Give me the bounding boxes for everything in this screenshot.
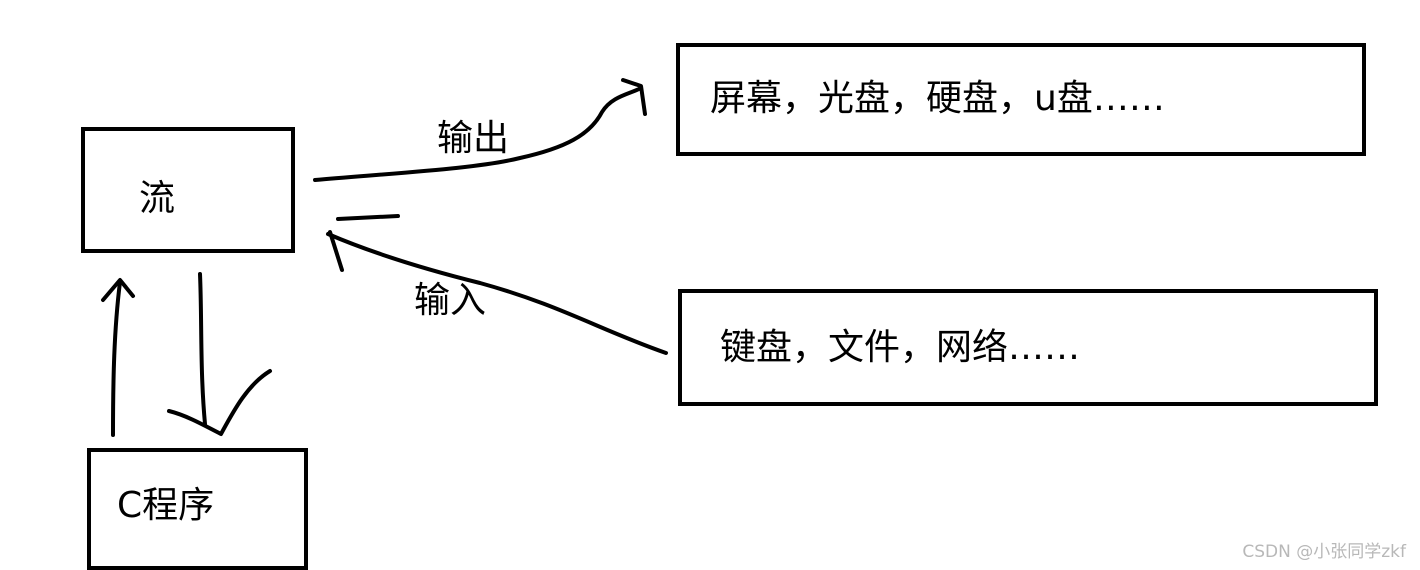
input-devices-node: 键盘，文件，网络…… bbox=[678, 289, 1378, 406]
stream-node-label: 流 bbox=[139, 178, 176, 219]
input-edge-label: 输入 bbox=[414, 280, 487, 321]
input-arrowhead bbox=[328, 214, 400, 272]
output-devices-node: 屏幕，光盘，硬盘，u盘…… bbox=[676, 43, 1366, 156]
program-to-stream-arrowhead bbox=[101, 278, 135, 302]
program-node-label: C程序 bbox=[117, 485, 215, 526]
input-arrow bbox=[326, 232, 668, 355]
watermark: CSDN @小张同学zkf bbox=[1242, 542, 1406, 562]
stream-node: 流 bbox=[81, 127, 295, 253]
output-edge-label: 输出 bbox=[437, 118, 510, 159]
output-arrow bbox=[313, 86, 643, 182]
program-to-stream-arrow bbox=[111, 280, 122, 437]
output-devices-node-label: 屏幕，光盘，硬盘，u盘…… bbox=[710, 78, 1165, 119]
output-arrowhead bbox=[621, 78, 647, 116]
stream-to-program-arrowhead bbox=[167, 369, 272, 436]
program-node: C程序 bbox=[87, 448, 308, 570]
input-devices-node-label: 键盘，文件，网络…… bbox=[720, 327, 1081, 368]
stream-to-program-arrow bbox=[198, 272, 207, 426]
